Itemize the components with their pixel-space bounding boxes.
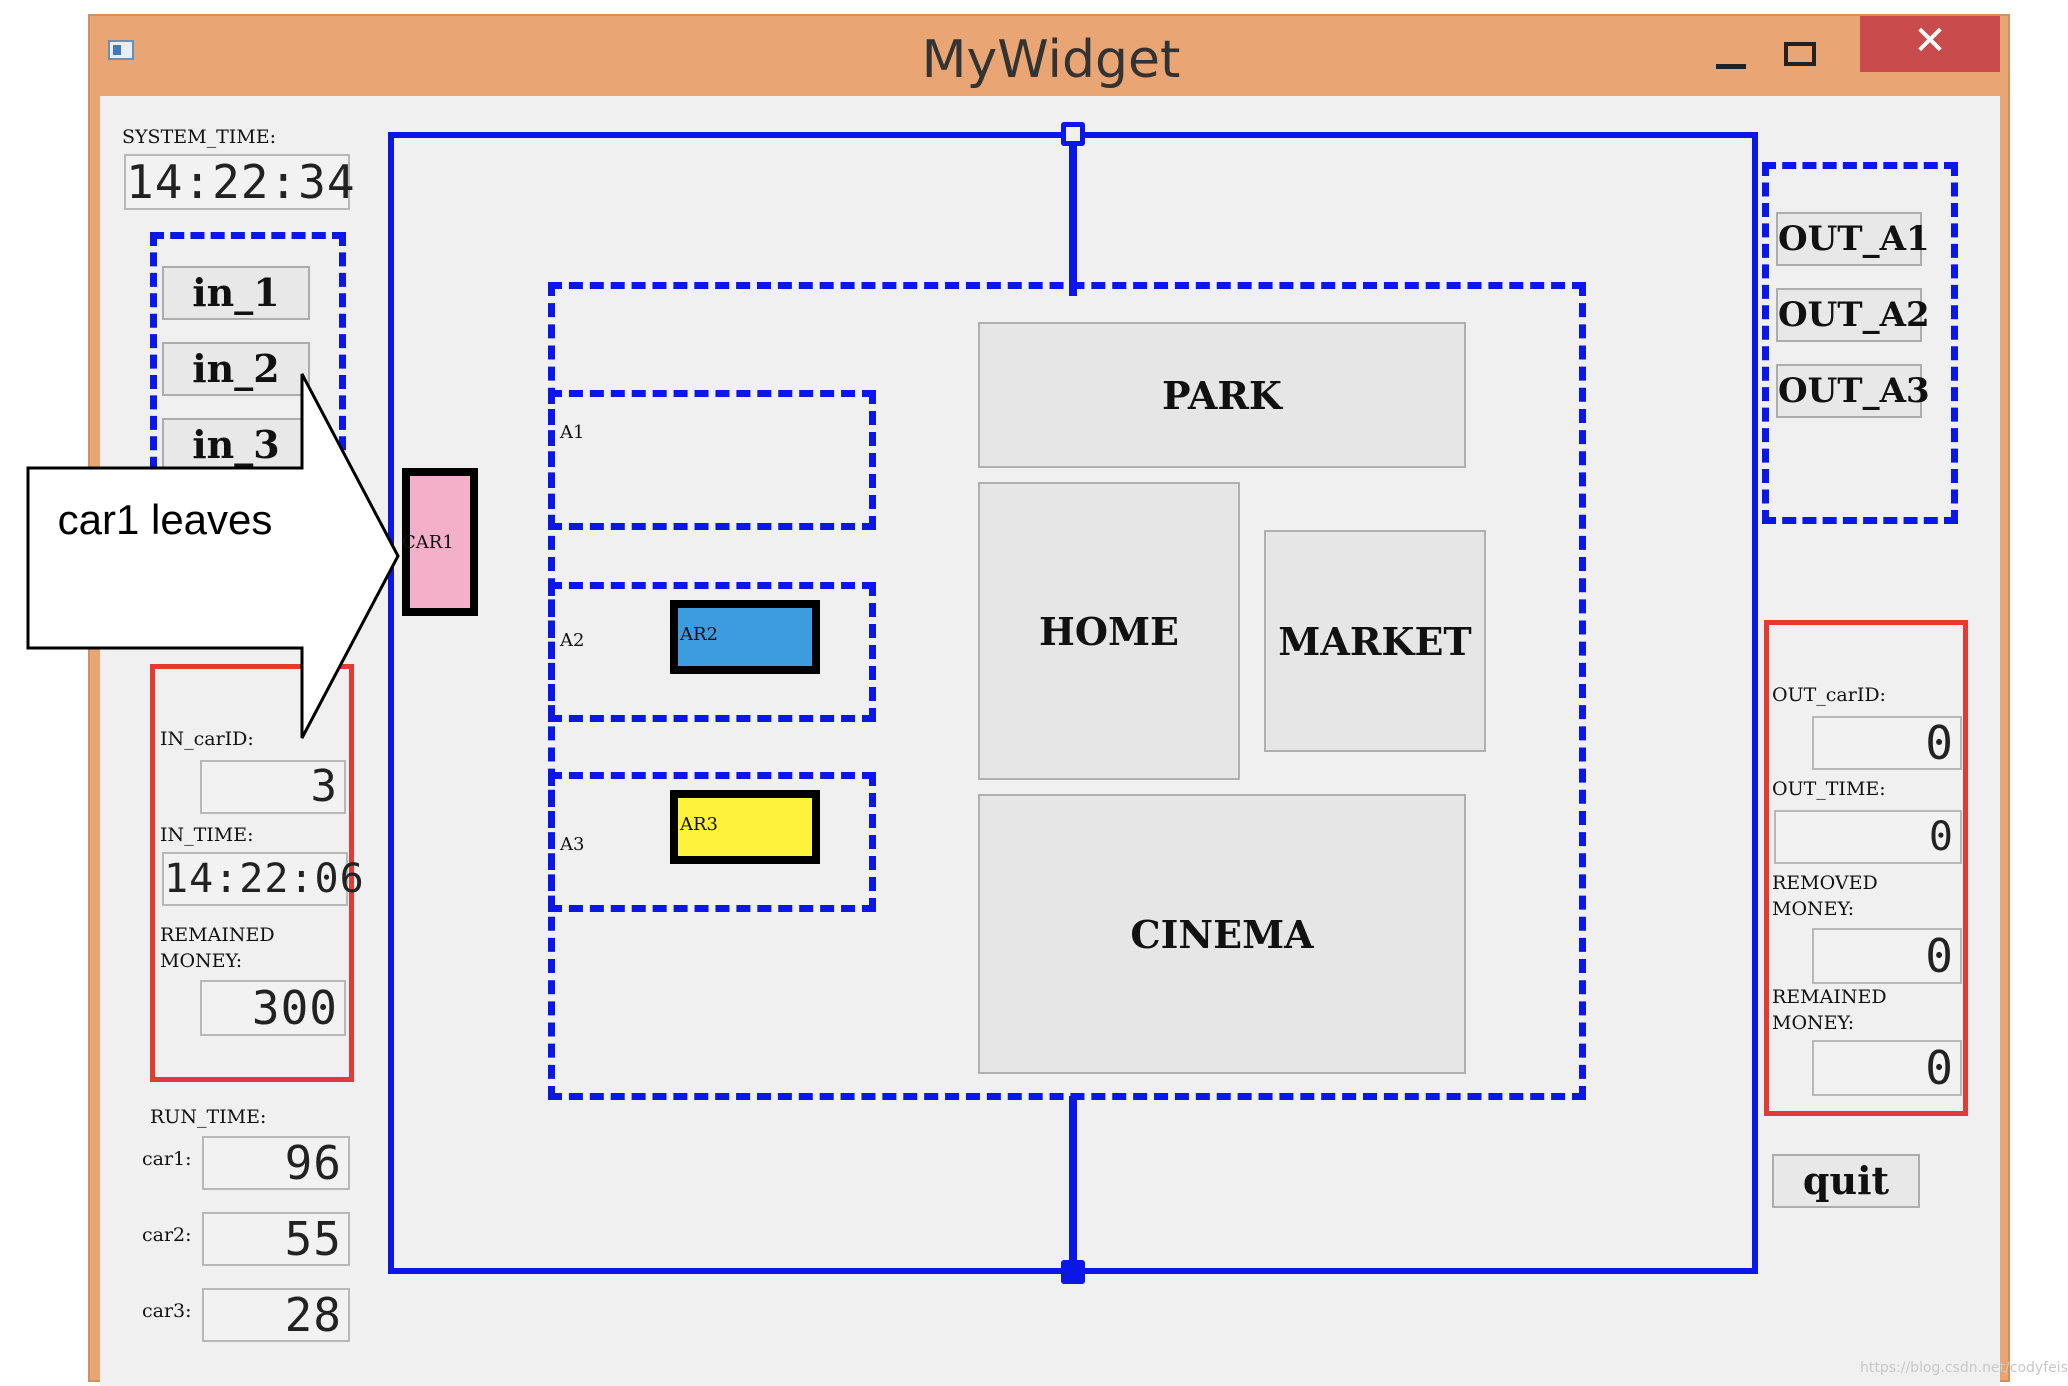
lane-a3-label: A3	[560, 834, 585, 855]
in-2-button[interactable]: in_2	[162, 342, 310, 396]
car2-label: AR2	[680, 624, 719, 645]
run-car1-label: car1:	[142, 1148, 192, 1170]
client-area: SYSTEM_TIME: 14:22:34 in_1 in_2 in_3 IN_…	[100, 96, 2000, 1386]
close-icon: ✕	[1913, 18, 1947, 64]
home-button[interactable]: HOME	[978, 482, 1240, 780]
out-buttons-group	[1762, 162, 1958, 524]
car3-label: AR3	[680, 814, 719, 835]
out-remained-money-label: REMAINED MONEY:	[1772, 986, 1887, 1034]
car3[interactable]: AR3	[670, 790, 820, 864]
in-carid-label: IN_carID:	[160, 728, 254, 750]
top-junction-node	[1061, 122, 1085, 146]
run-time-label: RUN_TIME:	[150, 1106, 267, 1128]
out-time-label: OUT_TIME:	[1772, 778, 1886, 800]
window-title: MyWidget	[921, 30, 1181, 90]
run-car2-display: 55	[202, 1212, 350, 1266]
quit-button[interactable]: quit	[1772, 1154, 1920, 1208]
lane-a2-label: A2	[560, 630, 585, 651]
road-top-connector	[1069, 134, 1077, 296]
in-time-display: 14:22:06	[162, 852, 364, 906]
out-carid-label: OUT_carID:	[1772, 684, 1886, 706]
in-3-button[interactable]: in_3	[162, 418, 310, 472]
park-button[interactable]: PARK	[978, 322, 1466, 468]
lane-a1	[548, 390, 876, 530]
out-a1-button[interactable]: OUT_A1	[1776, 212, 1930, 266]
car2[interactable]: AR2	[670, 600, 820, 674]
out-a2-button[interactable]: OUT_A2	[1776, 288, 1930, 342]
app-icon	[108, 40, 134, 60]
removed-money-display: 0	[1812, 928, 1962, 984]
run-car3-display: 28	[202, 1288, 350, 1342]
callout-text: car1 leaves	[57, 496, 273, 543]
out-info-group	[1764, 620, 1968, 1116]
run-car3-label: car3:	[142, 1300, 192, 1322]
car1[interactable]: CAR1	[402, 468, 478, 616]
lane-a2	[548, 582, 876, 722]
in-remained-money-display: 300	[200, 980, 346, 1036]
cinema-button[interactable]: CINEMA	[978, 794, 1466, 1074]
minimize-button[interactable]	[1702, 30, 1762, 80]
app-window: MyWidget ✕ SYSTEM_TIME: 14:22:34 in_1 in…	[88, 14, 2010, 1386]
system-time-display: 14:22:34	[124, 154, 356, 210]
bottom-junction-node	[1061, 1260, 1085, 1284]
maximize-button[interactable]	[1770, 30, 1830, 80]
in-carid-display: 3	[200, 760, 346, 814]
run-car2-label: car2:	[142, 1224, 192, 1246]
system-time-label: SYSTEM_TIME:	[122, 126, 276, 148]
run-car1-display: 96	[202, 1136, 350, 1190]
in-remained-money-label: REMAINED MONEY:	[160, 924, 275, 972]
removed-money-label: REMOVED MONEY:	[1772, 872, 1878, 920]
car1-label: CAR1	[402, 532, 454, 553]
out-carid-display: 0	[1812, 716, 1962, 770]
close-button[interactable]: ✕	[1860, 16, 2000, 72]
lane-a1-label: A1	[560, 422, 585, 443]
in-1-button[interactable]: in_1	[162, 266, 310, 320]
in-time-label: IN_TIME:	[160, 824, 254, 846]
market-button[interactable]: MARKET	[1264, 530, 1486, 752]
watermark: https://blog.csdn.net/codyfeis	[1860, 1360, 2068, 1376]
road-bottom-connector	[1069, 1096, 1077, 1272]
out-remained-money-display: 0	[1812, 1040, 1962, 1096]
lane-a3	[548, 772, 876, 912]
out-time-display: 0	[1774, 810, 1962, 864]
out-a3-button[interactable]: OUT_A3	[1776, 364, 1930, 418]
in-info-group	[150, 664, 354, 1082]
